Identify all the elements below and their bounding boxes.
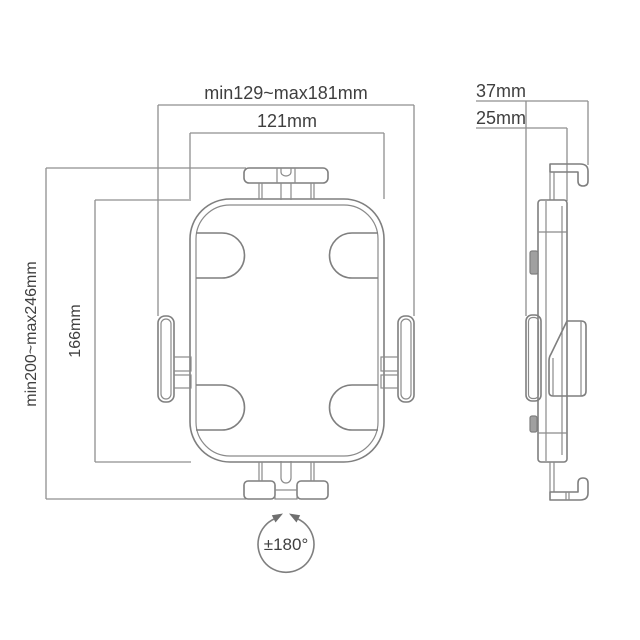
dim-height-range: min200~max246mm	[23, 167, 246, 500]
corner-pad-bottom-right	[328, 384, 378, 431]
dim-depth-front: 25mm	[476, 108, 568, 201]
top-neck	[549, 172, 555, 200]
rotation-indicator: ±180°	[257, 513, 315, 574]
dim-height-range-label: min200~max246mm	[23, 261, 40, 406]
dim-width-inner: 121mm	[189, 111, 385, 199]
dim-height-inner-label: 166mm	[67, 304, 84, 357]
dim-width-inner-label: 121mm	[257, 111, 317, 131]
dim-width-range-label: min129~max181mm	[204, 83, 368, 103]
dim-width-range: min129~max181mm	[157, 83, 415, 316]
rotation-arrow-right-icon	[289, 513, 301, 523]
top-hook	[549, 163, 589, 187]
dim-depth-total: 37mm	[476, 81, 589, 316]
rotation-arrow-left-icon	[271, 513, 283, 523]
rear-bracket	[548, 320, 587, 397]
dim-depth-total-label: 37mm	[476, 81, 526, 101]
corner-pad-top-left	[196, 232, 246, 279]
side-clamp-left	[157, 315, 192, 403]
dim-height-inner: 166mm	[67, 199, 191, 463]
rotation-arc	[257, 518, 315, 574]
top-knob	[243, 167, 329, 200]
bottom-hook	[549, 477, 589, 501]
corner-pad-top-right	[328, 232, 378, 279]
corner-pad-bottom-left	[196, 384, 246, 431]
holder-body-inner	[195, 204, 379, 457]
holder-body-outer	[189, 198, 385, 463]
side-knob-upper	[529, 250, 539, 275]
side-knob-lower	[529, 415, 538, 433]
side-clamp-right	[380, 315, 415, 403]
bottom-knob	[243, 461, 329, 500]
rotation-label: ±180°	[264, 535, 309, 554]
side-view	[525, 163, 589, 501]
front-view: ±180°	[157, 167, 415, 574]
dim-depth-front-label: 25mm	[476, 108, 526, 128]
bottom-neck	[549, 462, 555, 492]
front-pad-profile	[525, 314, 542, 402]
